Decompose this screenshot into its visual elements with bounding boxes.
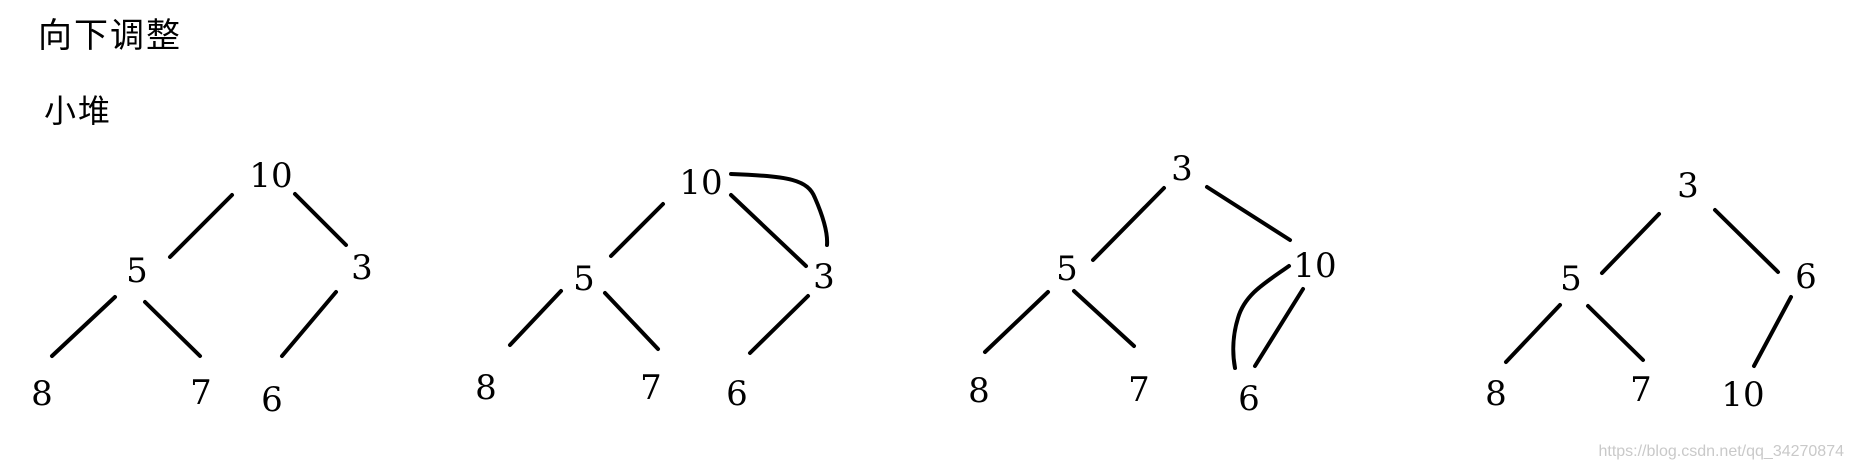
edge (168, 193, 234, 259)
edge (748, 294, 810, 355)
edge (1205, 185, 1292, 242)
heap-stage-2: 10 5 3 8 7 6 (475, 163, 835, 414)
heap-node: 10 (1721, 375, 1764, 415)
heap-node: 6 (1238, 379, 1260, 419)
heap-node: 3 (813, 257, 835, 297)
heap-node: 8 (1485, 374, 1507, 414)
edge (1253, 287, 1305, 368)
heap-node: 7 (640, 368, 662, 408)
edge (143, 300, 202, 358)
edge (1752, 295, 1793, 368)
edge (603, 291, 660, 351)
heap-node: 7 (1128, 370, 1150, 410)
heap-node: 10 (679, 163, 722, 203)
heap-node: 5 (1560, 259, 1582, 299)
edge (1600, 212, 1661, 275)
edge (1504, 303, 1562, 364)
heap-node: 7 (190, 373, 212, 413)
edge (1091, 186, 1166, 262)
heap-node: 3 (351, 248, 373, 288)
heap-node: 10 (249, 156, 292, 196)
heap-stage-1: 10 5 3 8 7 6 (31, 156, 373, 420)
edge (508, 289, 563, 347)
heap-node: 3 (1677, 166, 1699, 206)
edge (293, 192, 348, 247)
heap-node: 5 (126, 251, 148, 291)
heap-node: 6 (261, 380, 283, 420)
heap-stage-4: 3 5 6 8 7 10 (1485, 166, 1817, 415)
edge (609, 202, 665, 258)
swap-arrow (729, 172, 830, 247)
heap-stage-3: 3 5 10 8 7 6 (968, 149, 1336, 419)
heap-node: 8 (31, 374, 53, 414)
swap-arrow (1231, 264, 1291, 370)
edge (50, 295, 117, 358)
edge (1713, 208, 1780, 274)
heap-node: 5 (1056, 249, 1078, 289)
edge (280, 290, 338, 358)
heap-node: 3 (1171, 149, 1193, 189)
watermark: https://blog.csdn.net/qq_34270874 (1598, 443, 1844, 460)
heap-node: 7 (1630, 370, 1652, 410)
heap-node: 6 (726, 374, 748, 414)
heap-node: 8 (968, 371, 990, 411)
subtitle: 小堆 (44, 92, 113, 130)
page-title: 向下调整 (38, 16, 182, 56)
heap-node: 10 (1293, 246, 1336, 286)
edge (1072, 289, 1136, 348)
edge (983, 290, 1050, 354)
heap-node: 6 (1795, 257, 1817, 297)
heap-node: 8 (475, 368, 497, 408)
edge (1586, 304, 1645, 362)
heap-node: 5 (573, 259, 595, 299)
edge (729, 193, 808, 268)
